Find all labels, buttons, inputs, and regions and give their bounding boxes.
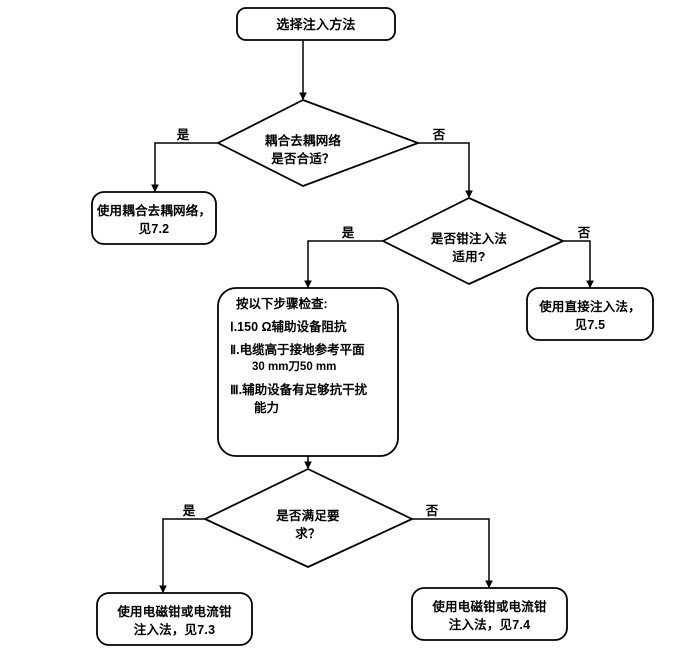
check-steps-header: 按以下步骤检查: — [236, 297, 328, 311]
check-steps-item-2-numeral: Ⅱ — [230, 342, 237, 357]
edge-label-clamp-no: 否 — [577, 226, 591, 240]
edge-label-cdn-yes: 是 — [176, 128, 190, 142]
node-decision-clamp-shape — [382, 197, 564, 285]
edge-cdn-yes — [151, 142, 218, 193]
check-steps-item-1-text: .150 Ω辅助设备阻抗 — [233, 320, 347, 335]
edge-satisfy-yes — [159, 518, 205, 594]
node-start-shape — [236, 7, 396, 41]
node-use-clamp-73-shape — [96, 592, 253, 646]
edge-label-satisfy-yes: 是 — [182, 504, 196, 518]
check-steps-item-3: Ⅲ.辅助设备有足够抗干扰 — [230, 382, 394, 398]
node-use-clamp-74-shape — [411, 587, 568, 641]
check-steps-item-2-text: .电缆高于接地参考平面 — [236, 342, 365, 357]
edge-label-cdn-no: 否 — [432, 128, 446, 142]
node-check-steps-label: 按以下步骤检查: Ⅰ.150 Ω辅助设备阻抗 Ⅱ.电缆高于接地参考平面 30 m… — [226, 296, 394, 416]
node-use-cdn-shape — [91, 191, 217, 245]
edge-clamp-no — [563, 240, 594, 289]
check-steps-item-2-sub: 30 mm刀50 mm — [252, 360, 337, 373]
edge-label-clamp-yes: 是 — [341, 226, 355, 240]
edge-satisfy-no — [412, 518, 493, 589]
node-decision-satisfy-shape — [204, 468, 413, 568]
node-use-direct-shape — [526, 287, 654, 341]
node-decision-cdn-shape — [217, 99, 419, 187]
edge-label-satisfy-no: 否 — [425, 504, 439, 518]
edge-cdn-no — [418, 142, 473, 199]
check-steps-item-3-numeral: Ⅲ — [230, 382, 239, 397]
check-steps-item-2: Ⅱ.电缆高于接地参考平面 — [230, 342, 394, 358]
check-steps-item-1-numeral: Ⅰ — [230, 320, 234, 335]
check-steps-item-3-text: .辅助设备有足够抗干扰 — [238, 382, 368, 397]
check-steps-item-3-sub: 能力 — [254, 400, 280, 415]
check-steps-item-1: Ⅰ.150 Ω辅助设备阻抗 — [230, 319, 394, 335]
edge-clamp-yes — [304, 240, 383, 289]
